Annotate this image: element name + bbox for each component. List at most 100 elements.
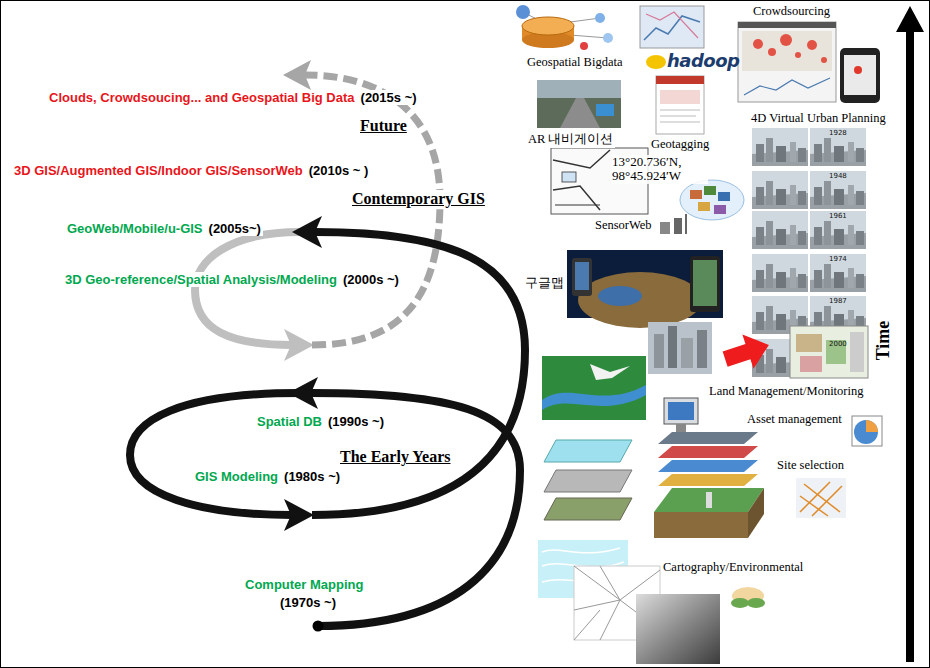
asset-icon (852, 416, 882, 446)
computer-icon (664, 398, 698, 424)
urban-photo (752, 211, 808, 249)
photo-sky (537, 80, 621, 98)
land-map-screenshot (790, 326, 868, 378)
era-date: (1990s ~) (326, 414, 386, 429)
year-label: 1961 (829, 212, 847, 220)
landscape-block (654, 488, 764, 512)
environment-icon (731, 598, 749, 608)
arrow-head (896, 6, 924, 32)
computer-stand (676, 424, 686, 432)
land-parcel (796, 334, 822, 352)
network-node (603, 33, 613, 43)
landscape-block (654, 512, 748, 538)
photo-thumb (690, 190, 702, 199)
web-block (660, 90, 700, 104)
image-caption: 구글맵 (524, 275, 565, 292)
network-line (570, 35, 608, 38)
image-caption: Geotagging (650, 137, 710, 152)
image-caption: AR 내비게이션 (527, 131, 615, 148)
land-parcel (800, 356, 822, 372)
image-caption: Asset management (746, 412, 843, 427)
arrow-head (284, 329, 314, 361)
map-road (553, 186, 600, 210)
section-heading: The Early Years (338, 448, 453, 466)
earth-terrain (578, 272, 702, 328)
crowd-point (807, 40, 817, 50)
photo-cloud (680, 180, 744, 220)
computer-screen (668, 402, 694, 420)
building (706, 492, 712, 508)
map-layer (544, 498, 632, 520)
sensor-antenna (685, 214, 687, 234)
chart-line (744, 78, 830, 95)
sensor-icon (674, 218, 682, 234)
era-label: 3D GIS/Augmented GIS/Indoor GIS/SensorWe… (12, 163, 305, 178)
section-heading: Contemporary GIS (350, 190, 487, 208)
data-layer (658, 474, 758, 486)
year-label: 1928 (829, 129, 847, 137)
database-icon (522, 17, 574, 35)
network-node (595, 13, 605, 23)
map-road (553, 150, 610, 168)
phone-icon (572, 258, 592, 296)
spiral-arrow (130, 393, 300, 515)
map-panel (850, 332, 864, 372)
era-label: Computer Mapping (243, 577, 365, 592)
section-heading: Future (358, 117, 409, 135)
site-grid-line (804, 484, 840, 512)
era-date: (2000s ~) (341, 272, 401, 287)
map-scale (555, 205, 600, 206)
urban-photo (752, 171, 808, 209)
environment-icon (747, 598, 765, 608)
era-label: 3D Geo-reference/Spatial Analysis/Modeli… (63, 272, 339, 287)
city-3d (648, 322, 712, 374)
image-caption: SensorWeb (594, 218, 653, 233)
phone-screen (844, 55, 876, 95)
web-header (738, 22, 836, 28)
map-line (644, 16, 700, 40)
data-layer (658, 446, 758, 458)
phone-icon (840, 48, 880, 103)
map-area (742, 31, 832, 71)
arrow-head (288, 377, 318, 409)
era-label: Spatial DB (255, 414, 324, 429)
data-layer (658, 432, 758, 444)
spiral-arrow (312, 232, 525, 515)
map-screenshot (640, 6, 704, 48)
tablet-icon (690, 256, 720, 312)
spiral-arrow (195, 232, 300, 345)
era-date: (1970s ~) (278, 595, 338, 610)
arrow-head (292, 216, 322, 248)
phone-screen (575, 262, 589, 290)
raster-grid (636, 594, 720, 664)
building (668, 326, 677, 368)
urban-photo (810, 128, 866, 166)
map-layer (544, 440, 632, 462)
start-dot (313, 621, 324, 632)
crowd-point (753, 39, 763, 49)
logo-elephant (646, 55, 666, 69)
era-date: (1980s ~) (282, 469, 342, 484)
era-label: GIS Modeling (193, 469, 280, 484)
urban-photo (810, 171, 866, 209)
network-node (516, 5, 530, 19)
web-line (660, 110, 700, 111)
crowdsourcing-screenshot (738, 22, 836, 102)
crowd-point (795, 52, 801, 58)
crowd-point (780, 34, 792, 46)
axis-label: Time (873, 320, 894, 360)
red-arrow (720, 328, 775, 376)
image-caption: Crowdsourcing (752, 4, 831, 19)
image-caption: Cartography/Environmental (662, 560, 804, 575)
building (654, 334, 664, 368)
land-parcel (826, 340, 846, 364)
urban-photo (810, 254, 866, 292)
asset-icon (866, 420, 878, 432)
web-screenshot (656, 76, 704, 134)
tablet-screen (693, 260, 717, 306)
asset-icon (854, 420, 878, 444)
era-label: GeoWeb/Mobile/u-GIS (65, 221, 205, 236)
aircraft (590, 364, 630, 380)
earth-water (598, 286, 642, 306)
